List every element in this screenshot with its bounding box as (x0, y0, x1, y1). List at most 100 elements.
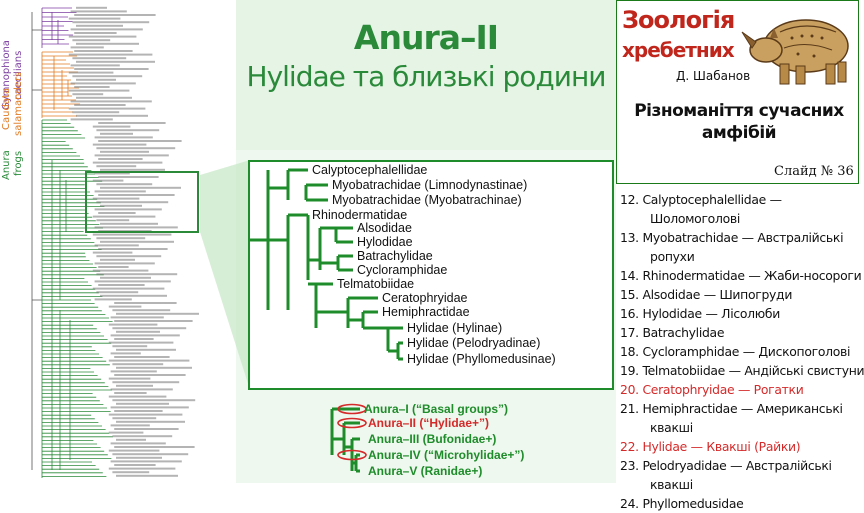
highlight-ellipse-icon (337, 417, 367, 429)
tree-label-mark (92, 143, 147, 146)
tree-label-mark (76, 6, 107, 9)
tree-label-mark (116, 474, 178, 477)
tree-label-mark (108, 413, 183, 416)
family-list-item: 14. Rhinodermatidae — Жаби-носороги (620, 268, 862, 283)
tree-label-mark (68, 53, 153, 56)
tree-label-mark (68, 71, 114, 74)
tree-label-mark (98, 284, 145, 286)
tree-label-mark (92, 251, 133, 254)
tree-label-mark (72, 21, 150, 24)
tree-label-mark (114, 428, 179, 430)
family-list-item: 20. Ceratophryidae — Рогатки (620, 382, 804, 397)
family-list-item-cont: квакші (650, 477, 693, 492)
tree-label-mark (114, 392, 147, 394)
tree-label-mark (74, 68, 149, 70)
zoom-taxon-label: Telmatobiidae (337, 277, 414, 291)
tree-label-mark (114, 464, 156, 466)
tree-label-mark (96, 219, 130, 222)
anura-groups-tree: Anura–I (“Basal groups”)Anura–II (“Hylid… (330, 402, 524, 478)
tree-label-mark (92, 179, 124, 182)
tree-label-mark (116, 420, 185, 423)
tree-label-mark (116, 438, 146, 441)
tree-label-mark (98, 176, 159, 178)
tree-label-mark (108, 323, 158, 326)
tree-label-mark (70, 82, 136, 85)
tree-label-mark (114, 446, 195, 448)
tree-label-mark (100, 294, 167, 297)
tree-label-mark (72, 93, 104, 96)
tree-label-mark (108, 467, 176, 470)
tree-label-mark (108, 449, 160, 452)
tree-label-mark (76, 24, 123, 27)
tree-label-mark (94, 298, 132, 301)
tree-label-mark (100, 168, 165, 171)
tree-label-mark (112, 417, 157, 420)
course-subtitle-line2: амфібій (701, 123, 777, 143)
tree-label-mark (100, 240, 174, 243)
tree-label-mark (72, 39, 111, 42)
tree-label-mark (68, 89, 130, 92)
tree-label-mark (76, 60, 155, 63)
highlight-ellipse-icon (337, 403, 367, 415)
tree-label-mark (100, 258, 135, 261)
tree-label-mark (116, 366, 192, 369)
tree-label-mark (112, 399, 196, 402)
tree-label-mark (116, 348, 176, 351)
tree-label-mark (92, 215, 156, 218)
family-list-item-cont: Шоломоголові (650, 211, 740, 226)
tree-label-mark (70, 118, 113, 121)
family-list-item: 24. Phyllomedusidae (620, 496, 744, 511)
tree-label-mark (108, 305, 142, 308)
tree-label-mark (98, 212, 136, 214)
zoom-taxon-label: Hylidae (Phyllomedusinae) (407, 352, 556, 366)
course-title-line2: хребетних (622, 38, 735, 62)
tree-label-mark (96, 291, 139, 294)
tree-label-mark (112, 381, 180, 384)
mini-branch (330, 407, 360, 473)
family-list-item: 21. Hemiphractidae — Американські (620, 401, 843, 416)
tree-label-mark (110, 388, 173, 391)
tree-label-mark (98, 140, 182, 142)
tree-label-mark (116, 402, 169, 405)
tree-label-mark (76, 78, 116, 81)
tree-label-mark (96, 255, 162, 258)
mini-tree-label: Anura–III (Bufonidae+) (368, 432, 496, 446)
tree-label-mark (92, 125, 131, 128)
zoom-taxon-label: Alsodidae (357, 221, 412, 235)
tree-branch (32, 29, 42, 301)
tree-label-mark (94, 244, 139, 247)
tree-label-mark (98, 122, 166, 124)
mini-tree-label: Anura–V (Ranidae+) (368, 464, 482, 478)
tree-label-mark (98, 266, 129, 268)
family-list-item: 19. Telmatobiidae — Андійські свистуни (620, 363, 864, 378)
tree-label-mark (76, 114, 148, 117)
zoom-taxon-label: Hylodidae (357, 235, 413, 249)
tree-label-mark (70, 46, 104, 49)
tree-label-mark (94, 136, 153, 139)
tree-label-mark (110, 316, 164, 319)
tree-label-mark (100, 132, 133, 135)
tree-label-mark (108, 431, 144, 434)
tree-label-mark (96, 129, 160, 132)
zoom-taxon-label: Myobatrachidae (Myobatrachinae) (332, 193, 522, 207)
tree-label-mark (92, 233, 172, 236)
tree-label-mark (112, 309, 171, 312)
tree-label-mark (114, 320, 193, 322)
mini-tree-label: Anura–I (“Basal groups”) (364, 402, 508, 416)
tree-label-mark (100, 150, 149, 153)
family-list-item: 13. Myobatrachidae — Австралійські (620, 230, 844, 245)
tree-label-mark (110, 370, 157, 373)
tree-label-mark (92, 197, 140, 200)
tree-label-mark (96, 165, 137, 168)
tree-label-mark (94, 226, 178, 229)
tree-label-mark (72, 111, 120, 114)
family-list-item: 23. Pelodryadidae — Австралійські (620, 458, 832, 473)
page-title: Anura–II (353, 18, 499, 57)
tree-label-mark (112, 471, 150, 474)
tree-label-mark (92, 287, 165, 290)
zoom-taxon-label: Rhinodermatidae (312, 208, 407, 222)
tree-label-mark (72, 75, 143, 78)
family-list-item: 15. Alsodidae — Шипогруди (620, 287, 793, 302)
tree-label-mark (74, 50, 133, 52)
family-list-item-cont: квакші (650, 420, 693, 435)
